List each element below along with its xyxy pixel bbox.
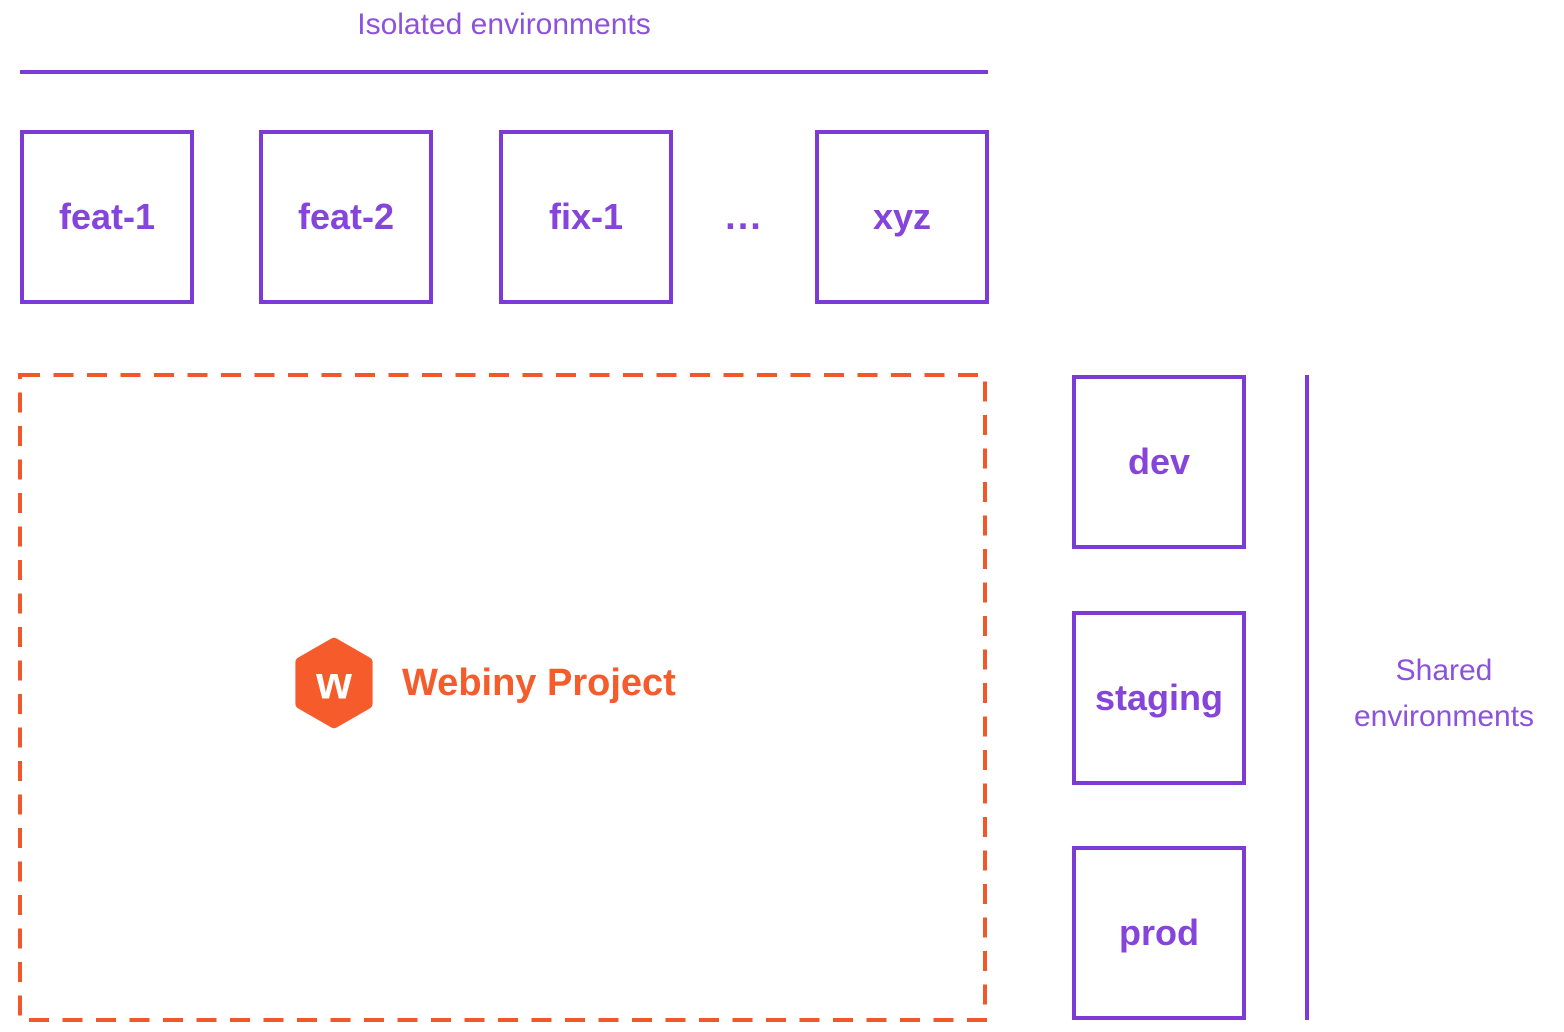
env-box-prod: prod	[1072, 846, 1246, 1020]
env-box-label: fix-1	[548, 196, 624, 237]
env-box-feat-2: feat-2	[259, 130, 433, 304]
env-box-xyz: xyz	[815, 130, 989, 304]
env-box-dev: dev	[1072, 375, 1246, 549]
more-environments-ellipsis: ...	[725, 195, 763, 238]
isolated-environments-title: Isolated environments	[357, 8, 651, 41]
env-box-label: dev	[1127, 441, 1191, 482]
env-box-label: staging	[1094, 677, 1223, 718]
env-box-label: xyz	[872, 196, 932, 237]
env-box-label: prod	[1119, 912, 1199, 953]
webiny-logo-letter: w	[315, 657, 352, 709]
env-box-fix-1: fix-1	[499, 130, 673, 304]
isolated-environments-rule	[20, 70, 988, 74]
shared-environments-rule	[1305, 375, 1309, 1020]
webiny-hexagon-icon: w	[295, 637, 373, 729]
env-box-feat-1: feat-1	[20, 130, 194, 304]
shared-environments-title: Shared environments	[1353, 654, 1535, 733]
env-box-label: feat-1	[58, 196, 156, 237]
webiny-project-lockup: w Webiny Project	[292, 637, 676, 729]
env-box-label: feat-2	[297, 196, 395, 237]
webiny-project-dashed-box	[18, 373, 987, 1022]
env-box-staging: staging	[1072, 611, 1246, 785]
project-name-label: Webiny Project	[402, 661, 676, 704]
